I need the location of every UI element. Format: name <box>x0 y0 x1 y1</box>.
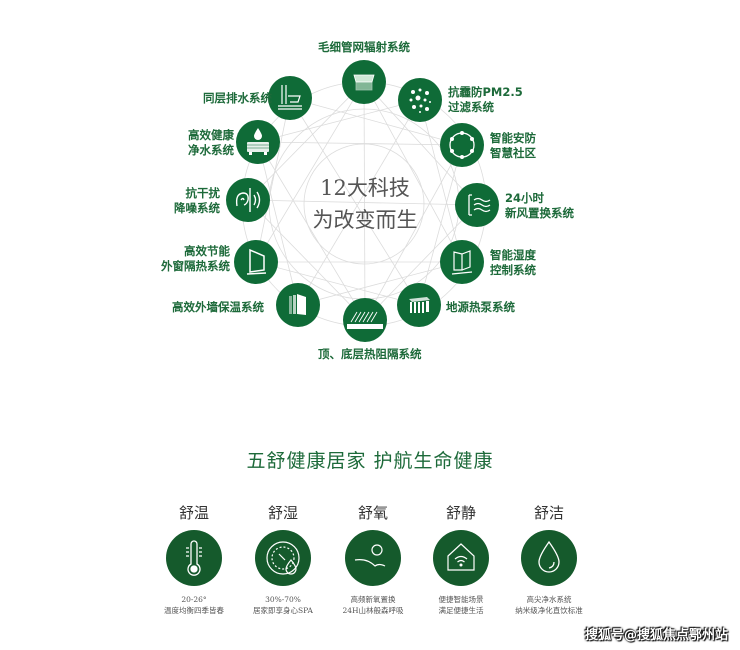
comfort-line2: 满足便捷生活 <box>438 606 484 615</box>
wall-layers-icon <box>289 294 306 315</box>
ear-sound-icon <box>235 188 261 212</box>
node-humidity <box>440 240 484 284</box>
center-title-line1: 12大科技 <box>320 176 410 200</box>
comfort-clean: 舒洁 高尖净水系统 纳米级净化直饮标准 <box>494 502 604 616</box>
wall-humidity-icon <box>451 250 473 275</box>
label-fresh-air: 24小时 新风置换系统 <box>505 191 574 220</box>
node-pm25 <box>398 78 442 122</box>
node-security <box>440 123 484 167</box>
label-roof-floor: 顶、底层热阻隔系统 <box>318 347 422 361</box>
heat-pump-block-icon <box>409 297 430 313</box>
comfort-title: 舒洁 <box>533 504 564 522</box>
label-wall-insulation: 高效外墙保温系统 <box>172 300 264 314</box>
sun-hills-icon <box>354 544 386 567</box>
node-drainage <box>268 76 312 120</box>
air-waves-icon <box>468 194 491 216</box>
watermark: 搜狐号@搜狐焦点鄂州站 <box>584 628 728 643</box>
comfort-line1: 高尖净水系统 <box>526 595 572 604</box>
comfort-title: 舒湿 <box>267 504 298 522</box>
label-capillary: 毛细管网辐射系统 <box>318 40 410 54</box>
slogan: 五舒健康居家 护航生命健康 <box>246 450 494 472</box>
node-noise <box>226 178 270 222</box>
comfort-title: 舒氧 <box>357 504 388 522</box>
node-water <box>236 120 280 164</box>
node-wall-insulation <box>276 283 320 327</box>
comfort-line2: 24H山林般森呼吸 <box>342 606 404 615</box>
humidity-gauge-icon <box>266 541 300 575</box>
water-filter-icon <box>247 128 269 155</box>
comfort-icon-circle <box>255 530 311 586</box>
node-ground-source <box>397 283 441 327</box>
comfort-icon-circle <box>166 530 222 586</box>
label-humidity: 智能湿度 控制系统 <box>490 248 536 277</box>
center-title-line2: 为改变而生 <box>312 208 418 232</box>
water-drop-icon <box>538 540 560 573</box>
network-ring-icon <box>449 131 475 159</box>
comfort-line1: 20-26° <box>181 595 207 604</box>
comfort-humidity: 舒湿 30%-70% 居家即享身心SPA <box>228 502 338 616</box>
label-drainage: 同层排水系统 <box>203 91 272 105</box>
ceiling-panel-icon <box>353 74 375 91</box>
comfort-title: 舒静 <box>445 504 476 522</box>
label-ground-source: 地源热泵系统 <box>446 300 515 314</box>
thermometer-icon <box>186 540 202 576</box>
comfort-line2: 温度均衡四季皆春 <box>164 606 224 615</box>
center-title: 12大科技 为改变而生 <box>300 172 430 236</box>
node-roof-floor <box>343 298 387 342</box>
comfort-line2: 居家即享身心SPA <box>253 606 313 615</box>
node-capillary <box>342 60 386 104</box>
comfort-icon-circle <box>521 530 577 586</box>
toilet-pipe-icon <box>278 85 302 110</box>
node-window <box>234 240 278 284</box>
comfort-line1: 高频新氧置换 <box>350 595 396 604</box>
particles-icon <box>409 88 431 113</box>
smart-home-wifi-icon <box>447 543 475 571</box>
comfort-oxygen: 舒氧 高频新氧置换 24H山林般森呼吸 <box>318 502 428 616</box>
insulation-layers-icon <box>347 311 383 329</box>
comfort-icon-circle <box>433 530 489 586</box>
label-water: 高效健康 净水系统 <box>188 128 234 157</box>
comfort-line2: 纳米级净化直饮标准 <box>515 606 583 615</box>
label-window: 高效节能 外窗隔热系统 <box>161 244 230 273</box>
node-fresh-air <box>455 183 499 227</box>
comfort-icon-circle <box>345 530 401 586</box>
label-noise: 抗干扰 降噪系统 <box>174 186 220 215</box>
window-frame-icon <box>246 248 267 275</box>
comfort-title: 舒温 <box>178 504 209 522</box>
comfort-line1: 便捷智能场景 <box>438 595 484 604</box>
label-pm25: 抗霾防PM2.5 过滤系统 <box>448 85 523 114</box>
label-security: 智能安防 智慧社区 <box>490 131 536 160</box>
comfort-line1: 30%-70% <box>265 595 301 604</box>
comfort-quiet: 舒静 便捷智能场景 满足便捷生活 <box>406 502 516 616</box>
comfort-temperature: 舒温 20-26° 温度均衡四季皆春 <box>139 502 249 616</box>
